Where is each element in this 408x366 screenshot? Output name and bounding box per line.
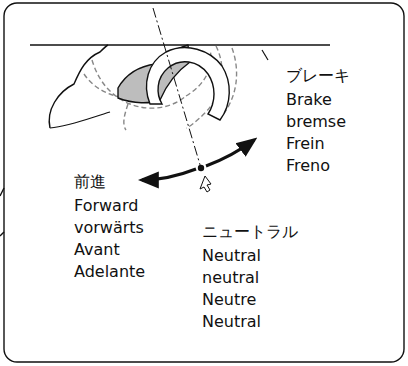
label-text: ニュートラル xyxy=(202,222,298,242)
label-text: Avant xyxy=(74,240,120,260)
swing-arrow xyxy=(142,169,196,180)
label-text: Freno xyxy=(286,156,330,176)
lever-fork xyxy=(147,48,230,120)
housing-outline xyxy=(50,112,110,128)
leader-line xyxy=(262,50,268,60)
label-text: Neutral xyxy=(202,246,261,266)
label-text: vorwärts xyxy=(74,218,144,238)
callout-tail xyxy=(0,188,4,236)
panel-edge xyxy=(30,44,330,45)
label-text: Neutral xyxy=(202,312,261,332)
label-text: neutral xyxy=(202,268,259,288)
label-text: ブレーキ xyxy=(286,66,350,86)
label-text: Forward xyxy=(74,196,138,216)
pivot-dot xyxy=(198,165,204,171)
label-text: Brake xyxy=(286,90,332,110)
swing-arrow xyxy=(206,140,254,166)
label-text: Frein xyxy=(286,134,325,154)
neutral-pointer xyxy=(200,176,211,192)
lever-alt-position xyxy=(84,46,237,130)
label-text: Adelante xyxy=(74,262,145,282)
lever-axis xyxy=(153,8,201,168)
label-text: 前進 xyxy=(74,172,106,192)
label-text: Neutre xyxy=(202,290,256,310)
label-text: bremse xyxy=(286,112,346,132)
callout-frame xyxy=(4,3,404,362)
